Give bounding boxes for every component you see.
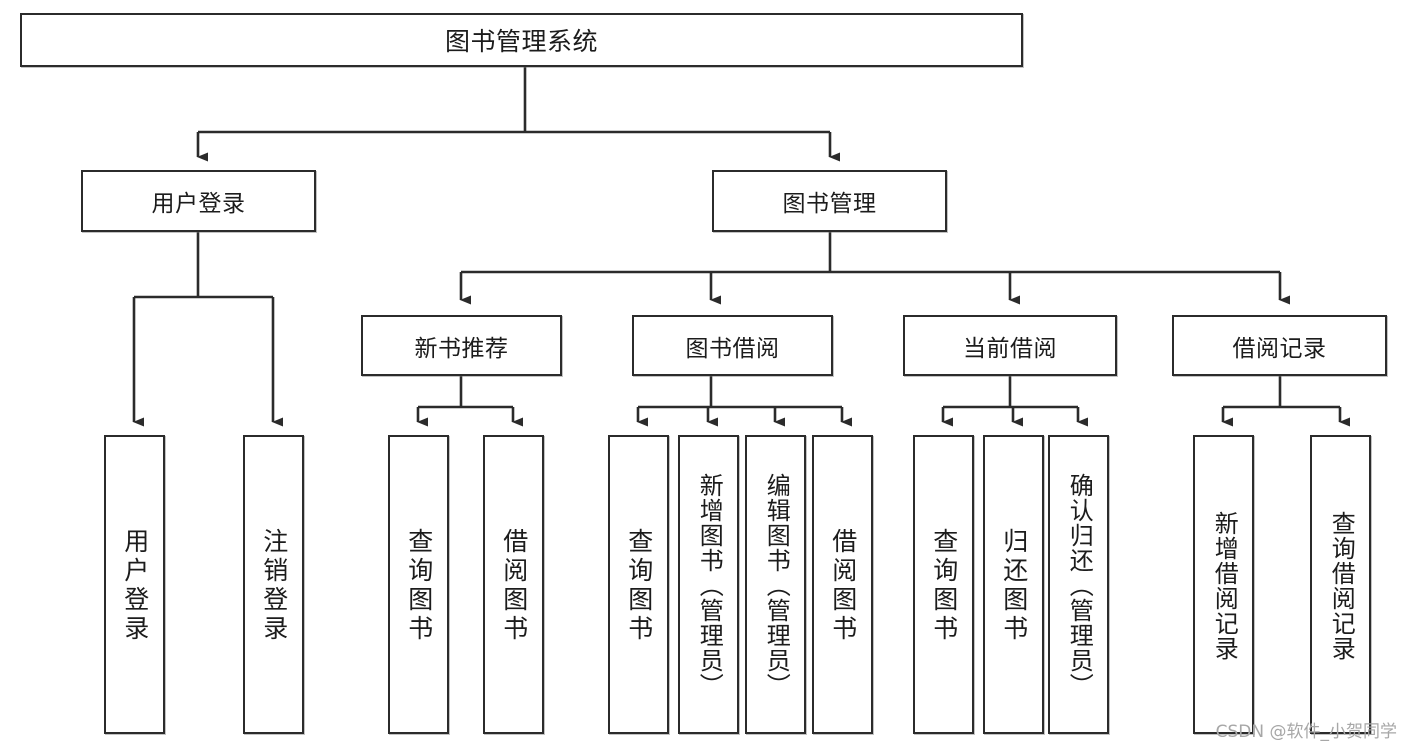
node-book-manage[interactable]: 图书管理 xyxy=(712,170,947,232)
node-leaf-logout[interactable]: 注销登录 xyxy=(243,435,304,734)
node-user-login[interactable]: 用户登录 xyxy=(81,170,316,232)
node-leaf-borrow-book-1[interactable]: 借阅图书 xyxy=(483,435,544,734)
node-leaf-add-book-label: 新增图书（管理员） xyxy=(695,473,724,698)
node-leaf-query-record[interactable]: 查询借阅记录 xyxy=(1310,435,1371,734)
node-leaf-logout-label: 注销登录 xyxy=(259,527,289,644)
node-leaf-query-record-label: 查询借阅记录 xyxy=(1327,510,1356,661)
node-leaf-add-book[interactable]: 新增图书（管理员） xyxy=(678,435,739,734)
node-new-book-rec[interactable]: 新书推荐 xyxy=(361,315,562,376)
node-book-borrow[interactable]: 图书借阅 xyxy=(632,315,833,376)
node-leaf-add-record[interactable]: 新增借阅记录 xyxy=(1193,435,1254,734)
node-current-borrow-label: 当前借阅 xyxy=(963,335,1057,362)
node-leaf-confirm-return-label: 确认归还（管理员） xyxy=(1065,473,1094,698)
node-leaf-borrow-book-2[interactable]: 借阅图书 xyxy=(812,435,873,734)
node-current-borrow[interactable]: 当前借阅 xyxy=(903,315,1117,376)
node-leaf-return-book-label: 归还图书 xyxy=(999,527,1029,644)
node-book-manage-label: 图书管理 xyxy=(782,191,877,217)
node-leaf-query-book-1[interactable]: 查询图书 xyxy=(388,435,449,734)
node-leaf-user-login-label: 用户登录 xyxy=(120,527,150,644)
node-leaf-user-login[interactable]: 用户登录 xyxy=(104,435,165,734)
node-user-login-label: 用户登录 xyxy=(151,191,246,217)
node-leaf-borrow-book-1-label: 借阅图书 xyxy=(499,527,529,644)
node-root[interactable]: 图书管理系统 xyxy=(20,13,1023,67)
node-leaf-add-record-label: 新增借阅记录 xyxy=(1210,510,1239,661)
node-book-borrow-label: 图书借阅 xyxy=(685,335,780,362)
node-new-book-rec-label: 新书推荐 xyxy=(414,335,509,362)
node-leaf-edit-book[interactable]: 编辑图书（管理员） xyxy=(745,435,806,734)
node-borrow-record-label: 借阅记录 xyxy=(1232,335,1327,362)
node-root-label: 图书管理系统 xyxy=(444,27,598,56)
node-leaf-query-book-3-label: 查询图书 xyxy=(929,527,959,644)
node-leaf-query-book-3[interactable]: 查询图书 xyxy=(913,435,974,734)
node-borrow-record[interactable]: 借阅记录 xyxy=(1172,315,1387,376)
node-leaf-query-book-1-label: 查询图书 xyxy=(404,527,434,644)
node-leaf-confirm-return[interactable]: 确认归还（管理员） xyxy=(1048,435,1109,734)
node-leaf-borrow-book-2-label: 借阅图书 xyxy=(828,527,858,644)
node-leaf-edit-book-label: 编辑图书（管理员） xyxy=(762,473,791,698)
node-leaf-query-book-2-label: 查询图书 xyxy=(624,527,654,644)
node-leaf-query-book-2[interactable]: 查询图书 xyxy=(608,435,669,734)
node-leaf-return-book[interactable]: 归还图书 xyxy=(983,435,1044,734)
